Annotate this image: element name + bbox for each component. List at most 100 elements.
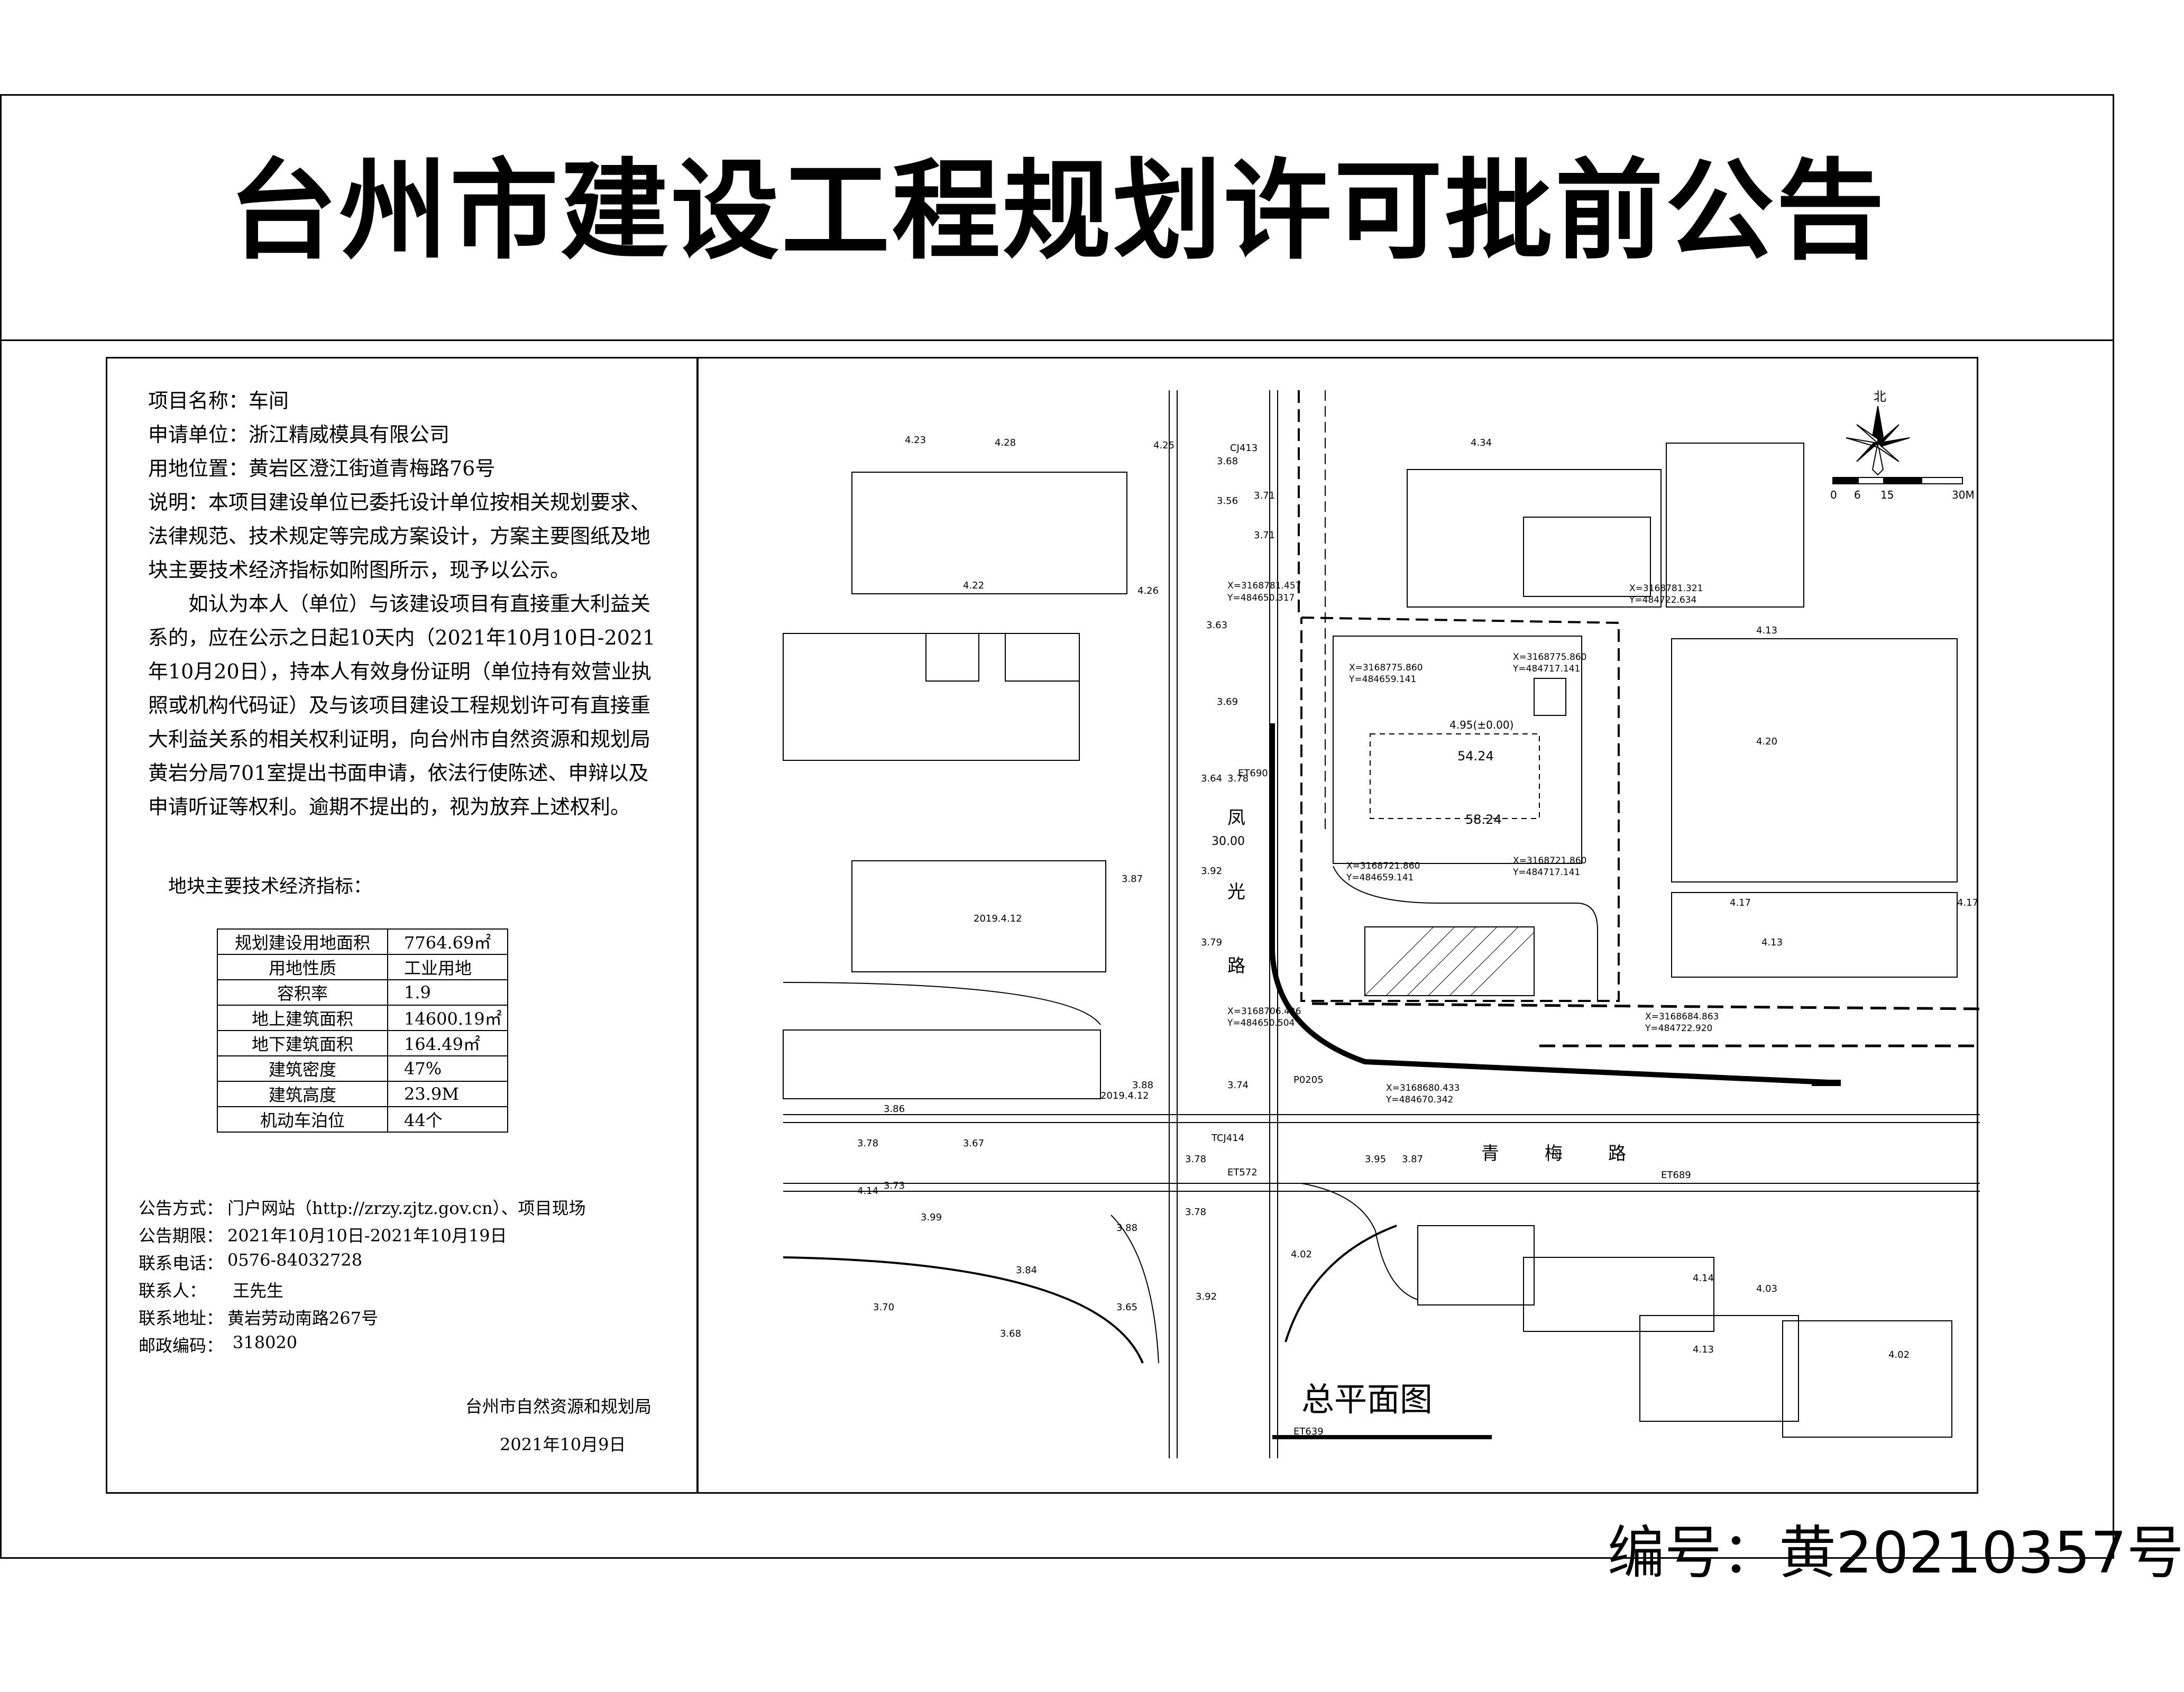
project-location: 用地位置：黄岩区澄江街道青梅路76号	[148, 457, 495, 480]
metric-label: 建筑密度	[217, 1055, 388, 1082]
contact-label: 公告方式：	[139, 1198, 224, 1218]
metric-value: 7764.69㎡	[387, 928, 508, 955]
contact-label: 公告期限：	[139, 1226, 224, 1246]
elevation-label: 3.92	[1201, 866, 1222, 877]
garage-block	[1364, 926, 1535, 996]
contact-value: 318020	[233, 1332, 298, 1353]
coordinate-label: Y=484722.634	[1629, 595, 1696, 605]
elevation-label: 3.69	[1217, 696, 1238, 707]
elevation-label: 4.13	[1756, 625, 1777, 636]
elevation-label: 4.25	[1153, 440, 1174, 451]
elevation-label: 3.68	[1000, 1328, 1021, 1339]
elevation-label: 4.23	[905, 435, 926, 446]
survey-label: ET690	[1238, 768, 1268, 779]
elevation-label: 3.86	[884, 1104, 905, 1115]
elevation-label: 4.28	[995, 437, 1016, 448]
building-outline	[925, 633, 979, 682]
survey-label: ET572	[1227, 1167, 1258, 1178]
elevation-label: 3.63	[1206, 620, 1227, 631]
coordinate-label: X=3168706.426	[1227, 1006, 1301, 1017]
title-band	[0, 94, 2114, 341]
contact-value: 王先生	[233, 1281, 284, 1301]
coordinate-label: Y=484650.504	[1227, 1018, 1295, 1028]
contact-value: 2021年10月10日-2021年10月19日	[227, 1226, 507, 1246]
coordinate-label: X=3168781.321	[1629, 583, 1703, 594]
frontage-line	[1270, 723, 1841, 1086]
elevation-label: 4.13	[1761, 937, 1783, 948]
building-outline	[851, 472, 1127, 594]
contact-label: 联系人：	[139, 1281, 207, 1301]
elevation-label: 3.71	[1254, 530, 1275, 541]
curb-line	[1111, 1215, 1159, 1364]
elevation-label: 3.78	[1185, 1154, 1206, 1165]
elevation-label: 4.17	[1957, 897, 1978, 908]
coordinate-label: X=3168775.860	[1513, 652, 1586, 663]
elevation-label: 4.17	[1730, 897, 1751, 908]
metric-value: 23.9M	[387, 1081, 508, 1107]
issue-date: 2021年10月9日	[500, 1434, 626, 1455]
road-name: 路	[1227, 955, 1245, 977]
page-title: 台州市建设工程规划许可批前公告	[228, 149, 1887, 274]
building-outline	[1005, 633, 1080, 682]
elevation-label: 3.87	[1122, 873, 1143, 885]
survey-label: 2019.4.12	[974, 913, 1022, 924]
elevation-label: 3.88	[1132, 1080, 1153, 1091]
elevation-label: 3.71	[1254, 490, 1275, 501]
elevation-label: 3.84	[1016, 1265, 1037, 1276]
contact-label: 联系电话：	[139, 1253, 224, 1273]
coordinate-label: Y=484717.141	[1512, 664, 1580, 674]
setback-line	[1311, 1002, 1980, 1010]
curb-line	[1284, 1225, 1397, 1342]
elevation-label: 4.34	[1471, 437, 1492, 448]
building-annex	[1534, 678, 1566, 716]
coordinate-label: X=3168781.457	[1227, 581, 1301, 591]
metrics-row: 用地性质工业用地	[217, 954, 508, 980]
building-outline	[1417, 1225, 1535, 1305]
issuer: 台州市自然资源和规划局	[465, 1396, 652, 1417]
elevation-label: 4.22	[963, 580, 984, 591]
elevation-label: 3.70	[873, 1302, 894, 1313]
elevation-label: 3.99	[921, 1212, 942, 1223]
road-name: 凤	[1227, 807, 1245, 829]
elevation-label: 3.56	[1217, 495, 1238, 507]
metrics-title: 地块主要技术经济指标：	[168, 876, 372, 897]
contact-value: 黄岩劳动南路267号	[227, 1308, 379, 1328]
elevation-label: 3.64	[1201, 773, 1222, 784]
elevation-label: 4.95(±0.00)	[1449, 719, 1513, 731]
metric-value: 14600.19㎡	[387, 1005, 508, 1031]
building-outline	[1523, 1257, 1714, 1332]
road-name: 路	[1608, 1143, 1626, 1164]
applicant: 申请单位：浙江精威模具有限公司	[148, 423, 450, 446]
elevation-label: 4.02	[1291, 1249, 1312, 1260]
survey-label: ET689	[1661, 1170, 1691, 1181]
main-building	[1333, 636, 1582, 864]
elevation-label: 3.87	[1402, 1154, 1423, 1165]
coordinate-label: X=3168680.433	[1386, 1083, 1460, 1093]
building-outline	[851, 860, 1106, 972]
metric-value: 44个	[387, 1106, 508, 1133]
road-name: 光	[1227, 881, 1245, 903]
elevation-label: 4.14	[857, 1185, 878, 1197]
elevation-label: 3.78	[1185, 1207, 1206, 1218]
contact-value: 0576-84032728	[227, 1250, 363, 1270]
serial-number: 编号：黄20210357号	[1608, 1520, 2184, 1586]
curb-line	[783, 1256, 1144, 1364]
scale-label: 30M	[1952, 489, 1975, 501]
metric-label: 地上建筑面积	[217, 1005, 388, 1031]
coordinate-label: Y=484670.342	[1385, 1095, 1453, 1105]
elevation-label: 3.74	[1227, 1080, 1249, 1091]
building-outline	[1671, 892, 1958, 978]
building-outline	[783, 1029, 1101, 1099]
curb-line	[783, 982, 1101, 1025]
building-outline	[1782, 1320, 1952, 1438]
coordinate-label: X=3168684.863	[1645, 1011, 1719, 1022]
contact-value: 门户网站（http://zrzy.zjtz.gov.cn）、项目现场	[227, 1198, 586, 1218]
north-arrow-icon	[1846, 406, 1910, 476]
scale-bar-segment	[1883, 477, 1922, 484]
